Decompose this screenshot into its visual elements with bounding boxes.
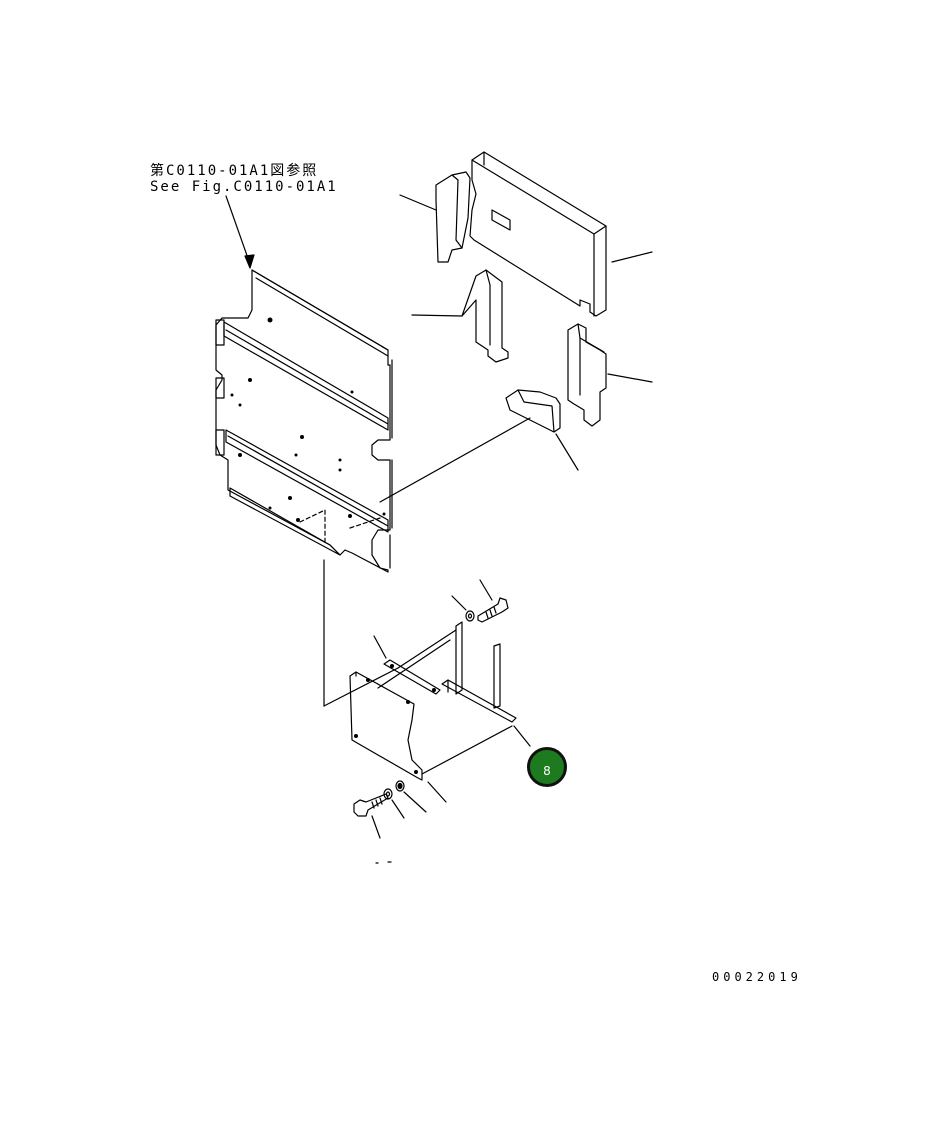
lower-bracket-assembly — [349, 621, 531, 803]
callout-8-label: 8 — [543, 764, 551, 778]
document-number: 00022019 — [712, 970, 802, 984]
foam-pad-stepped — [567, 323, 653, 427]
bolt-lower — [353, 780, 427, 864]
callout-8-marker[interactable]: 8 — [527, 747, 567, 787]
reference-arrow — [225, 195, 255, 269]
main-panel-assembly — [215, 269, 393, 573]
bolt-upper — [451, 579, 509, 623]
foam-pad-narrow — [411, 269, 509, 363]
figure-reference-jp: 第C0110-01A1図参照 — [150, 163, 319, 179]
foam-pad-tapered — [399, 171, 471, 263]
foam-pad-wedge — [379, 389, 579, 503]
figure-reference-en: See Fig.C0110-01A1 — [150, 179, 338, 195]
foam-pad-large — [469, 151, 653, 317]
assembly-leader — [323, 559, 457, 707]
